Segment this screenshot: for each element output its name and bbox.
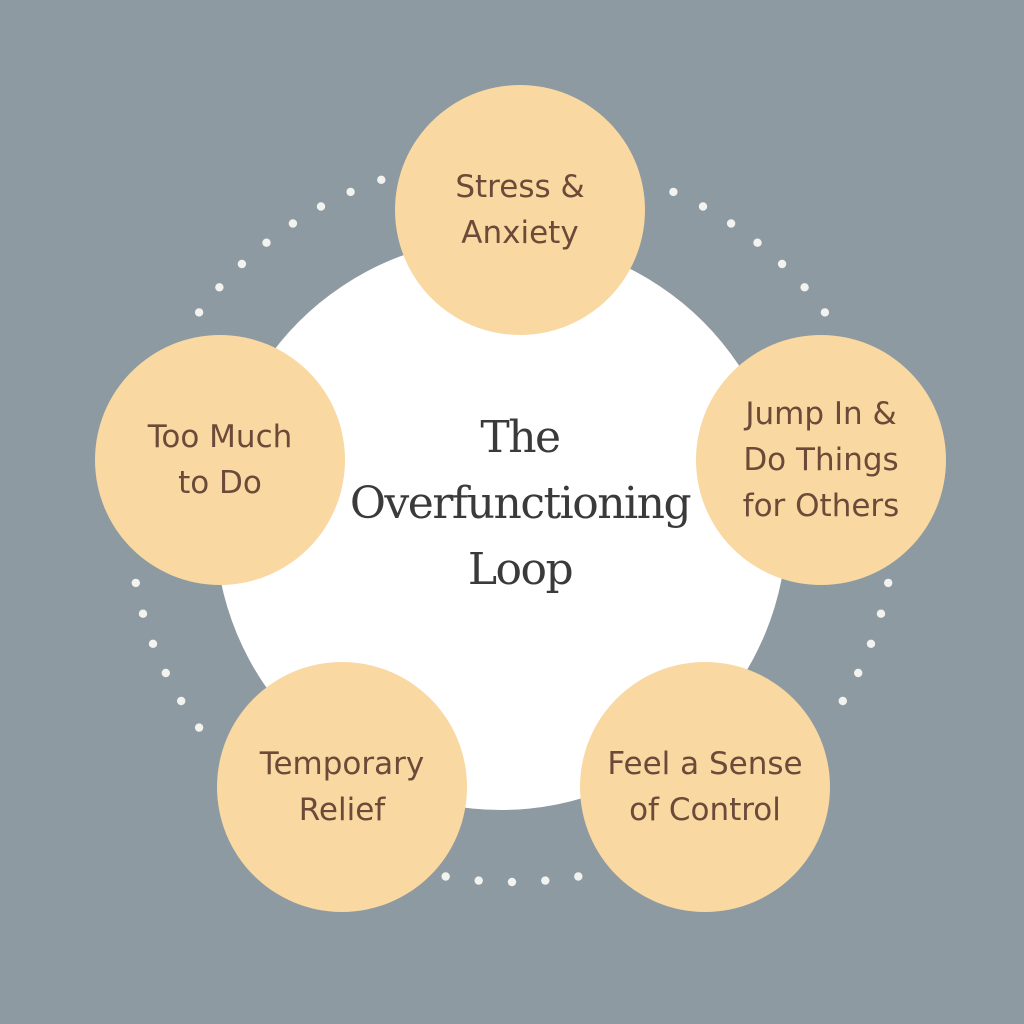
step-label-line: Jump In & [745,396,897,432]
loop-dot [876,609,886,618]
loop-dot [474,876,483,885]
loop-dot [316,202,326,211]
step-too-much-to-do: Too Much to Do [95,335,345,585]
loop-dot [148,639,158,648]
loop-dot [346,187,355,197]
loop-dot [753,238,762,247]
loop-dot [507,877,517,887]
step-label: Stress & Anxiety [455,164,584,256]
step-label-line: Stress & [455,169,585,205]
loop-dot [574,872,583,881]
loop-dot [138,609,148,618]
loop-dot [161,668,170,678]
loop-dot [884,578,893,588]
step-label-line: to Do [178,465,262,501]
loop-dot [866,639,876,648]
loop-dot [288,219,298,228]
step-stress-anxiety: Stress & Anxiety [395,85,645,335]
loop-dot [177,696,186,706]
step-label-line: Anxiety [461,215,579,251]
step-label-line: for Others [742,488,900,524]
loop-dot [441,872,450,881]
step-sense-of-control: Feel a Sense of Control [580,662,830,912]
loop-dot [215,283,224,292]
loop-dot [262,238,271,247]
step-label: Jump In & Do Things for Others [743,391,900,529]
step-label-line: Too Much [147,419,293,455]
step-label-line: of Control [629,792,781,828]
loop-dot [838,696,847,706]
loop-dot [854,668,863,678]
loop-dot [726,219,736,228]
loop-dot [541,876,550,885]
diagram-title-line: The [480,412,561,463]
step-label: Too Much to Do [148,414,293,506]
loop-dot [194,308,204,317]
diagram-title-line: Loop [467,544,574,595]
step-label-line: Feel a Sense [607,746,803,782]
step-label-line: Do Things [743,442,899,478]
loop-dot [800,283,809,292]
loop-dot [669,187,678,197]
step-jump-in: Jump In & Do Things for Others [696,335,946,585]
step-label: Temporary Relief [260,741,424,833]
step-temporary-relief: Temporary Relief [217,662,467,912]
loop-dot [698,202,708,211]
loop-dot [131,578,140,588]
step-label-line: Temporary [259,746,425,782]
step-label: Feel a Sense of Control [607,741,802,833]
loop-dot [194,723,204,732]
loop-dot [777,259,787,269]
diagram-title: The Overfunctioning Loop [330,405,710,603]
loop-dot [237,259,247,269]
step-label-line: Relief [298,792,386,828]
diagram-title-line: Overfunctioning [349,478,692,529]
loop-dot [377,175,386,184]
loop-dot [820,308,830,317]
